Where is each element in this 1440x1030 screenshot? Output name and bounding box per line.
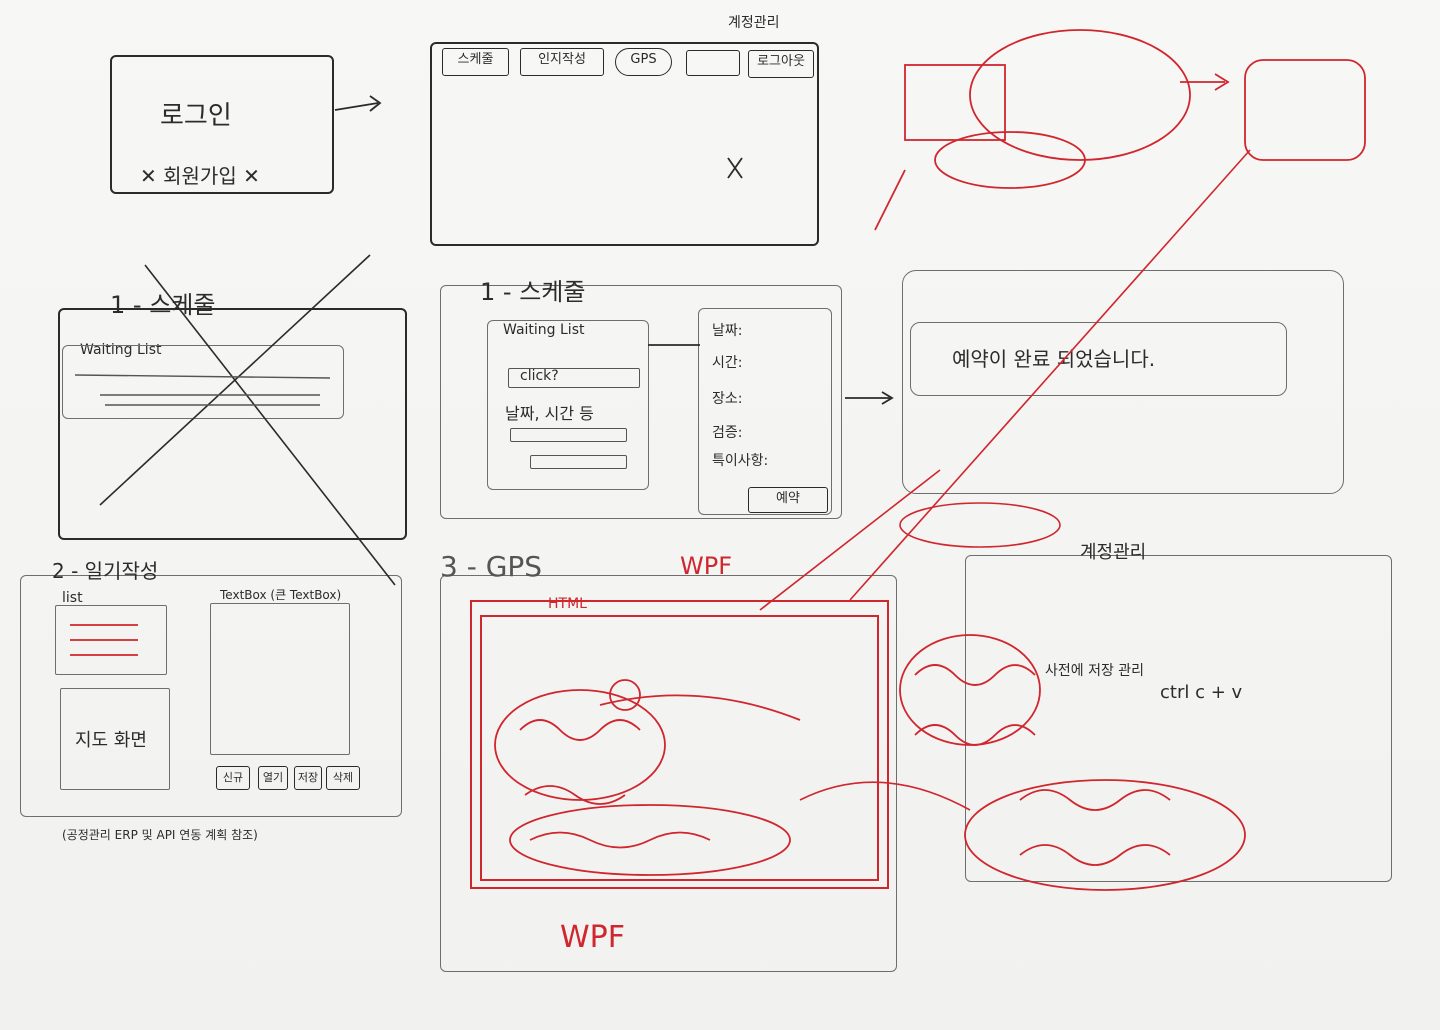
schedule-panel (440, 285, 842, 519)
waiting-list-label: Waiting List (503, 322, 585, 338)
detail-check-label: 검증: (712, 425, 743, 441)
schedule-old-title: 1 - 스케줄 (110, 291, 216, 319)
red-scribbles-top (874, 29, 1366, 231)
crossed-out-mark (99, 254, 396, 586)
reserve-button[interactable]: 예약 (748, 487, 828, 513)
diary-footnote: (공정관리 ERP 및 API 연동 계획 참조) (62, 828, 258, 842)
click-label: click? (520, 368, 559, 384)
schedule-title: 1 - 스케줄 (480, 278, 586, 306)
click-field[interactable] (508, 368, 640, 388)
detail-panel (698, 308, 832, 515)
account-title: 계정관리 (1080, 542, 1147, 563)
arrows (334, 95, 894, 405)
detail-time-label: 시간: (712, 355, 743, 371)
old-list-lines (74, 374, 331, 406)
account-note-2: ctrl c + v (1160, 682, 1243, 703)
schedule-old-panel (58, 308, 407, 540)
login-title[interactable]: 로그인 (160, 101, 232, 131)
waiting-list-panel (487, 320, 649, 490)
diary-new-button[interactable]: 신규 (216, 766, 250, 790)
schedule-old-list (62, 345, 344, 419)
main-close-mark (727, 157, 743, 179)
confirm-message: 예약이 완료 되었습니다. (952, 347, 1156, 371)
tab-diary[interactable]: 인지작성 (520, 48, 604, 76)
detail-date-label: 날짜: (712, 323, 743, 339)
detail-notes-label: 특이사항: (712, 453, 769, 469)
main-window (430, 42, 819, 246)
confirm-message-box (910, 322, 1287, 396)
signup-label: 회원가입 (163, 164, 237, 188)
diary-image-area (60, 688, 170, 790)
date-field[interactable] (510, 428, 627, 442)
diary-title: 2 - 일기작성 (52, 559, 159, 583)
diary-textbox[interactable] (210, 603, 350, 755)
gps-panel (440, 575, 897, 972)
diary-save-button[interactable]: 저장 (294, 766, 322, 790)
diary-panel (20, 575, 402, 817)
gps-red-top-label: WPF (680, 552, 733, 580)
account-note: 계정관리 (728, 15, 780, 31)
account-note-1: 사전에 저장 관리 (1045, 663, 1145, 679)
signup-link[interactable]: ✕ 회원가입 ✕ (140, 164, 260, 188)
tab-schedule[interactable]: 스케줄 (442, 48, 509, 76)
red-scribbles-gps (494, 679, 801, 876)
login-panel (110, 55, 334, 194)
diary-list[interactable] (55, 605, 167, 675)
tab-logout[interactable]: 로그아웃 (748, 50, 814, 78)
diary-list-label: list (62, 590, 83, 606)
arrowhead-confirm (881, 391, 894, 405)
diary-open-button[interactable]: 열기 (258, 766, 288, 790)
tab-account[interactable] (686, 50, 740, 76)
gps-red-frame-inner (480, 615, 879, 881)
arrowhead-login (369, 95, 382, 112)
diary-red-list (70, 624, 138, 656)
diary-image-label: 지도 화면 (75, 730, 147, 751)
detail-place-label: 장소: (712, 391, 743, 407)
confirm-panel (902, 270, 1344, 494)
diary-delete-button[interactable]: 삭제 (326, 766, 360, 790)
gps-red-bottom-label: WPF (560, 920, 626, 955)
schedule-old-list-label: Waiting List (80, 342, 162, 358)
arrow-login-to-main (334, 102, 379, 111)
time-field[interactable] (530, 455, 627, 469)
red-scribbles-account (899, 634, 1246, 891)
red-connectors (759, 149, 1251, 811)
tab-gps[interactable]: GPS (615, 48, 672, 76)
diary-textbox-label: TextBox (큰 TextBox) (220, 588, 342, 602)
date-time-label: 날짜, 시간 등 (505, 404, 594, 423)
gps-red-frame-outer (470, 600, 889, 889)
gps-title: 3 - GPS (440, 550, 543, 583)
